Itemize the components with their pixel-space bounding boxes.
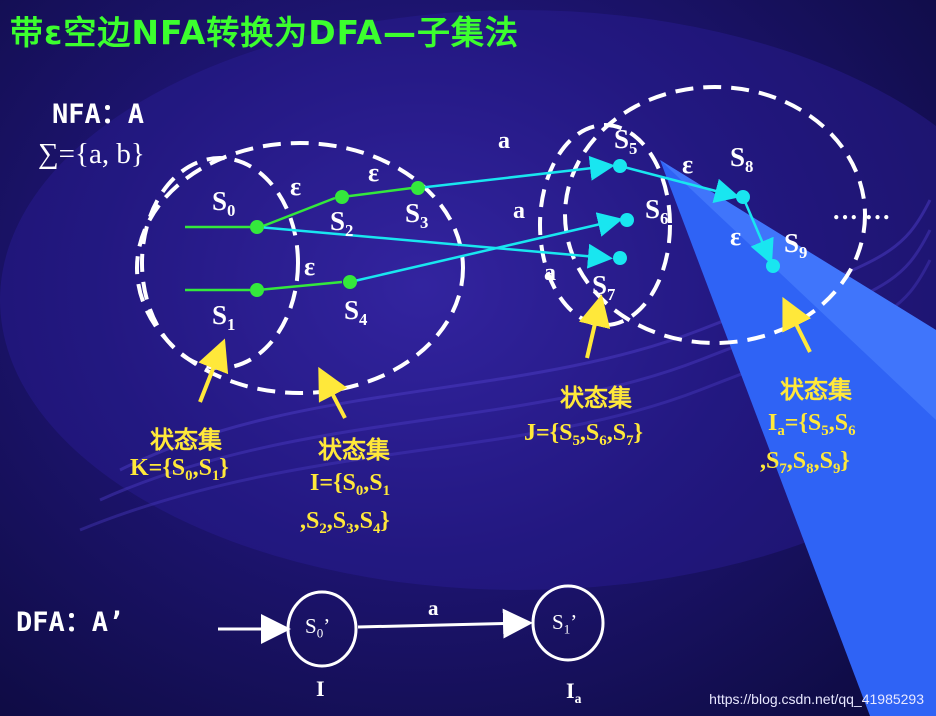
node-label-s9: S9 (784, 228, 808, 262)
pointer-j (578, 294, 611, 359)
epsilon-label-s2-s3: ε (368, 158, 380, 187)
caption-i: 状态集 (318, 436, 390, 464)
dot-s6 (620, 213, 634, 227)
pointer-ia (782, 296, 812, 353)
pointer-i (318, 366, 348, 419)
edge-s3-s5 (417, 155, 615, 190)
node-label-s6: S6 (645, 194, 669, 228)
set-k-label: K={S0,S1} (130, 455, 229, 485)
ellipsis: … … (832, 196, 891, 225)
dot-s3 (411, 181, 425, 195)
a-label-s0-s7: a (544, 260, 556, 286)
epsilon-label-s5-s8: ε (682, 150, 694, 179)
dfa-edge-label: a (428, 596, 439, 620)
dot-s5 (613, 159, 627, 173)
dot-s9 (766, 259, 780, 273)
node-label-s7: S7 (592, 270, 616, 304)
edge-s4-s6 (349, 212, 623, 284)
a-label-s4-s6: a (513, 198, 525, 224)
dot-s7 (613, 251, 627, 265)
nfa-label: NFA：A (52, 99, 145, 130)
edge-s2-s3 (341, 186, 413, 199)
epsilon-label-s1-s4: ε (304, 252, 316, 281)
node-label-s0: S0 (212, 186, 236, 220)
edge-s8-s9 (741, 196, 774, 265)
node-label-s4: S4 (344, 295, 368, 329)
set-ia-label-2: ,S7,S8,S9} (760, 448, 850, 478)
dot-s1 (250, 283, 264, 297)
epsilon-label-s0-s2: ε (290, 172, 302, 201)
dfa-state-1-set: Ia (566, 678, 582, 706)
set-i-label-1: I={S0,S1 (310, 470, 391, 500)
node-label-s5: S5 (614, 124, 638, 158)
node-label-s1: S1 (212, 300, 236, 334)
caption-j: 状态集 (560, 384, 632, 412)
dfa-state-1-label: S1’ (552, 610, 578, 637)
a-label-s3-s5: a (498, 128, 510, 154)
epsilon-label-s8-s9: ε (730, 222, 742, 251)
dfa-state-0-label: S0’ (305, 614, 331, 641)
pointer-k (198, 338, 229, 403)
set-j-label: J={S5,S6,S7} (524, 420, 643, 450)
dfa-label: DFA：A’ (16, 607, 125, 638)
dfa-edge-a (357, 608, 533, 639)
set-i-ellipse (135, 141, 465, 395)
edge-s0-s2 (257, 196, 336, 230)
dot-s8 (736, 190, 750, 204)
page-title: 带ε空边NFA转换为DFA—子集法 (10, 13, 519, 52)
set-j-ellipse (538, 123, 672, 327)
caption-ia: 状态集 (780, 376, 852, 404)
node-label-s2: S2 (330, 206, 354, 240)
node-label-s3: S3 (405, 198, 429, 232)
watermark: https://blog.csdn.net/qq_41985293 (709, 691, 924, 707)
caption-k: 状态集 (150, 426, 222, 454)
alphabet-label: ∑={a, b} (38, 138, 145, 170)
set-i-label-2: ,S2,S3,S4} (300, 508, 390, 538)
dfa-state-1 (531, 584, 605, 662)
dfa-state-0-set: I (316, 676, 325, 701)
set-ia-ellipse (563, 85, 867, 345)
dot-s0 (250, 220, 264, 234)
dot-s2 (335, 190, 349, 204)
edge-s1-s4 (257, 280, 343, 292)
edge-s0-s7 (257, 225, 613, 269)
dot-s4 (343, 275, 357, 289)
dfa-state-0 (286, 590, 358, 668)
node-label-s8: S8 (730, 142, 754, 176)
set-ia-label-1: Ia={S5,S6 (768, 410, 856, 440)
edge-s5-s8 (619, 164, 740, 204)
